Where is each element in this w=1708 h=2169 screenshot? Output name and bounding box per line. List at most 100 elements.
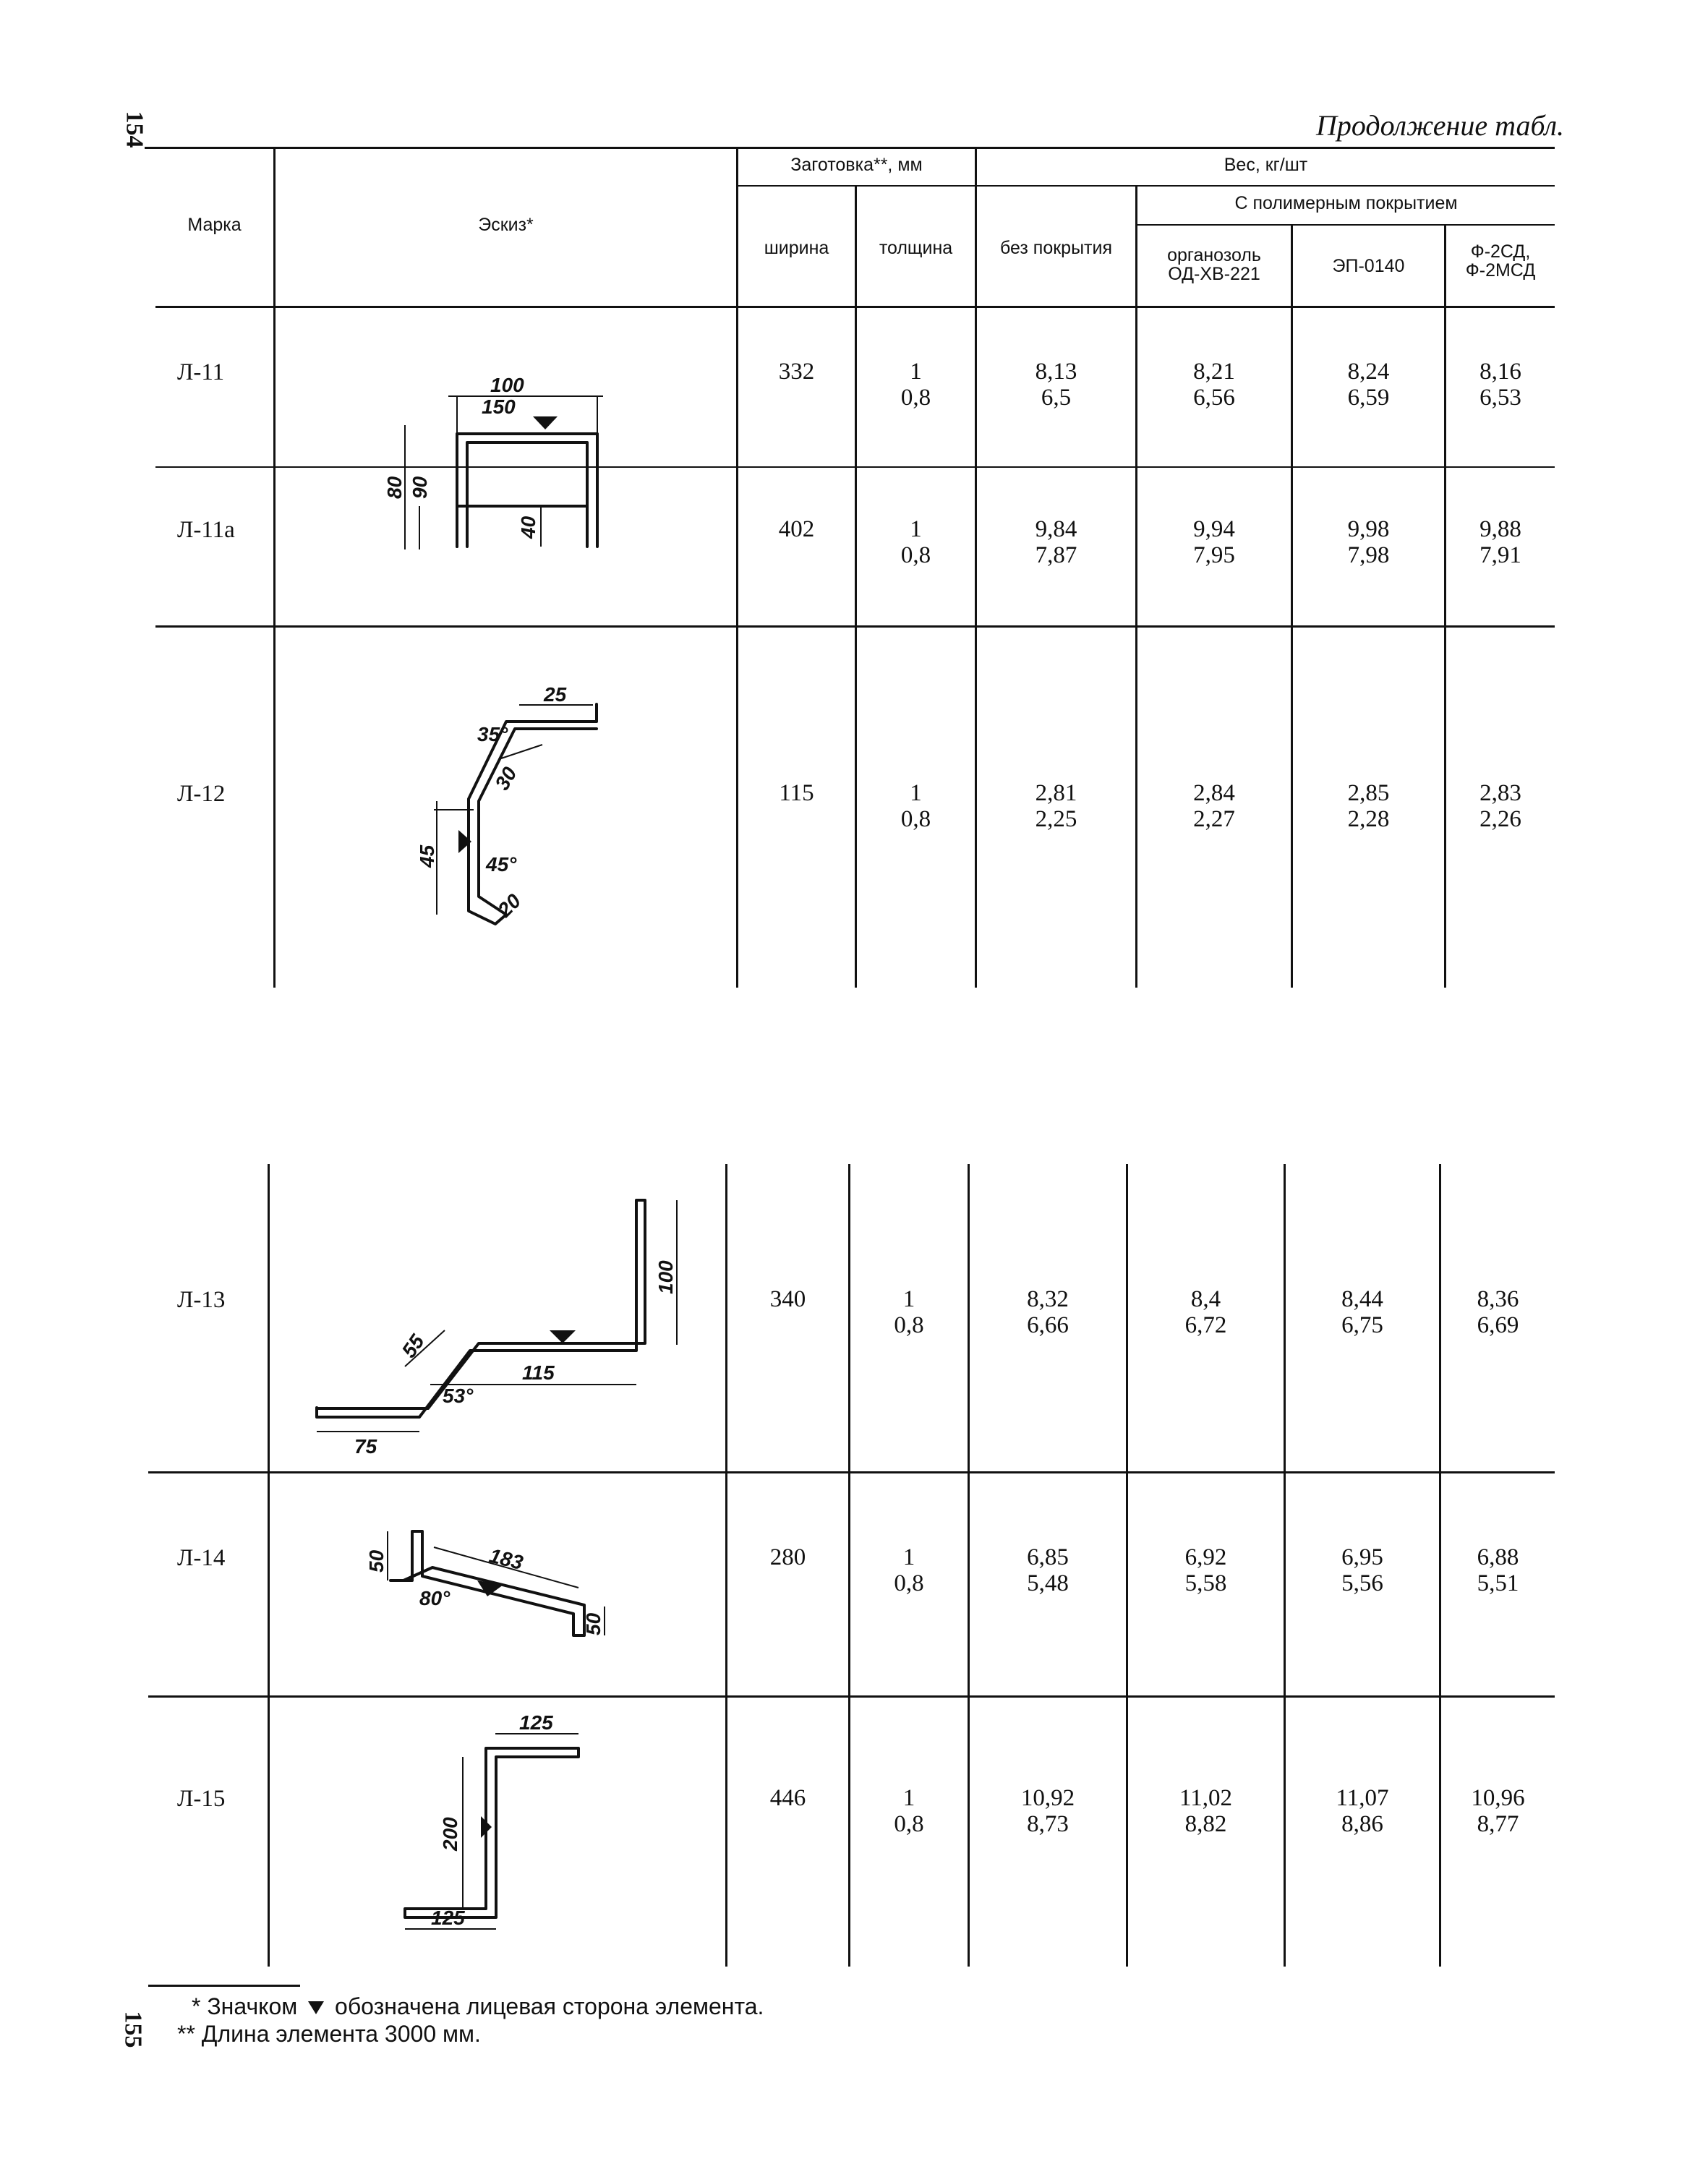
dim-l15-c: 125 <box>431 1907 465 1929</box>
face-marker-l12 <box>458 830 471 853</box>
row-l12-thickness: 1 0,8 <box>900 780 931 832</box>
row-l15-f2: 10,96 8,77 <box>1471 1785 1525 1837</box>
row-l12-no-coating: 2,81 2,25 <box>1035 780 1077 832</box>
row-l12-width: 115 <box>779 780 814 806</box>
row-l15-ep: 11,07 8,86 <box>1336 1785 1389 1837</box>
row-l14-no-coating: 6,85 5,48 <box>1027 1544 1069 1596</box>
face-marker-l14 <box>477 1580 503 1596</box>
header-polymer: С полимерным покрытием <box>1234 193 1458 213</box>
row-l11a-ep: 9,98 7,98 <box>1347 516 1390 568</box>
footnote-2: ** Длина элемента 3000 мм. <box>177 2021 481 2047</box>
row-l15-thickness: 1 0,8 <box>894 1785 924 1837</box>
sketch-l14-profile <box>389 1530 586 1637</box>
row-l11a-organozol: 9,94 7,95 <box>1193 516 1235 568</box>
row-l12-f2: 2,83 2,26 <box>1479 780 1521 832</box>
row-rule-l13 <box>148 1471 1555 1473</box>
dim-l11-a: 100 <box>490 374 524 396</box>
dim-l11-b: 150 <box>482 395 516 418</box>
header-blank: Заготовка**, мм <box>790 155 923 175</box>
face-marker-l11 <box>533 416 558 429</box>
header-f2sd: Ф-2СД, Ф-2МСД <box>1446 242 1555 281</box>
dim-l15-a: 125 <box>519 1711 553 1734</box>
row-l14-thickness: 1 0,8 <box>894 1544 924 1596</box>
face-marker-l15 <box>481 1816 492 1838</box>
footnote-rule <box>148 1985 300 1987</box>
sketch-l11-profile <box>456 432 599 548</box>
dim-l12-f: 20 <box>493 889 526 922</box>
header-f2sd-line1: Ф-2СД, <box>1470 241 1531 262</box>
row-l11a-mark: Л-11а <box>177 517 235 543</box>
sketch-l11-inner <box>456 505 589 548</box>
header-sketch: Эскиз* <box>478 215 534 235</box>
header-f2sd-line2: Ф-2МСД <box>1465 260 1536 281</box>
footnote-1-before: * Значком <box>192 1993 298 2019</box>
dim-l14-d: 50 <box>582 1612 605 1635</box>
dim-l12-b: 35° <box>477 723 508 745</box>
row-l13-no-coating: 8,32 6,66 <box>1027 1286 1069 1338</box>
dim-l11-e: 40 <box>517 515 539 539</box>
row-rule-l14 <box>148 1695 1555 1698</box>
dim-l15-b: 200 <box>439 1817 461 1852</box>
top-rule <box>145 147 1555 149</box>
row-l11-f2: 8,16 6,53 <box>1479 359 1521 411</box>
row-l12-organozol: 2,84 2,27 <box>1193 780 1235 832</box>
sketch-l15-profile <box>403 1747 580 1919</box>
header-organozol-line1: органозоль <box>1167 245 1261 265</box>
row-l11-thickness: 1 0,8 <box>900 359 931 411</box>
row-l11-width: 332 <box>778 359 815 385</box>
row-l15-mark: Л-15 <box>177 1786 226 1812</box>
row-l11-mark: Л-11 <box>177 359 225 385</box>
header-rule-2 <box>1135 224 1555 226</box>
footnote-1-after: обозначена лицевая сторона элемента. <box>335 1993 764 2019</box>
row-l11-organozol: 8,21 6,56 <box>1193 359 1235 411</box>
sketch-l13-profile <box>315 1199 646 1419</box>
dim-l14-a: 50 <box>365 1549 388 1573</box>
row-l13-ep: 8,44 6,75 <box>1341 1286 1383 1338</box>
header-organozol: органозоль ОД-ХВ-221 <box>1137 246 1291 284</box>
sketch-l12-profile <box>467 703 598 925</box>
row-l11a-f2: 9,88 7,91 <box>1479 516 1521 568</box>
dim-l13-c: 115 <box>522 1361 555 1384</box>
row-l11-no-coating: 8,13 6,5 <box>1035 359 1077 411</box>
face-marker-legend-icon <box>308 2001 325 2014</box>
row-l12-mark: Л-12 <box>177 781 226 807</box>
footnote-1: * Значком обозначена лицевая сторона эле… <box>192 1993 764 2020</box>
dim-l11-d: 90 <box>409 476 431 499</box>
header-weight: Вес, кг/шт <box>1224 155 1308 175</box>
header-width: ширина <box>764 238 829 258</box>
header-thickness: толщина <box>879 238 953 258</box>
row-l14-ep: 6,95 5,56 <box>1341 1544 1383 1596</box>
dim-l12-e: 45° <box>485 853 517 876</box>
dim-l14-c: 80° <box>419 1587 451 1609</box>
row-l15-width: 446 <box>769 1785 806 1811</box>
row-l15-organozol: 11,02 8,82 <box>1179 1785 1233 1837</box>
continuation-label: Продолжение табл. <box>1316 109 1565 142</box>
dim-l11-c: 80 <box>383 476 406 499</box>
row-l13-f2: 8,36 6,69 <box>1477 1286 1519 1338</box>
header-organozol-line2: ОД-ХВ-221 <box>1168 264 1260 285</box>
face-marker-l13 <box>550 1330 576 1343</box>
header-rule-1 <box>736 185 1555 187</box>
row-l14-width: 280 <box>769 1544 806 1570</box>
row-l14-organozol: 6,92 5,58 <box>1184 1544 1227 1596</box>
header-no-coating: без покрытия <box>999 238 1112 258</box>
row-l11a-width: 402 <box>778 516 815 542</box>
dim-l13-a: 100 <box>654 1260 677 1294</box>
page-number-bottom: 155 <box>119 2011 147 2048</box>
dim-l12-d: 45 <box>416 844 438 868</box>
header-ep: ЭП-0140 <box>1332 256 1405 276</box>
row-l13-organozol: 8,4 6,72 <box>1184 1286 1227 1338</box>
row-l11-ep: 8,24 6,59 <box>1347 359 1390 411</box>
header-mark: Марка <box>187 215 242 235</box>
dim-l13-e: 75 <box>354 1435 377 1458</box>
dim-l14-b: 183 <box>487 1544 526 1574</box>
row-l13-thickness: 1 0,8 <box>894 1286 924 1338</box>
row-l14-mark: Л-14 <box>177 1545 226 1571</box>
row-l15-no-coating: 10,92 8,73 <box>1020 1785 1075 1837</box>
row-l13-mark: Л-13 <box>177 1287 226 1313</box>
row-l14-f2: 6,88 5,51 <box>1477 1544 1519 1596</box>
dim-l13-b: 55 <box>398 1330 430 1362</box>
dim-l12-a: 25 <box>543 683 567 706</box>
row-l11a-thickness: 1 0,8 <box>900 516 931 568</box>
